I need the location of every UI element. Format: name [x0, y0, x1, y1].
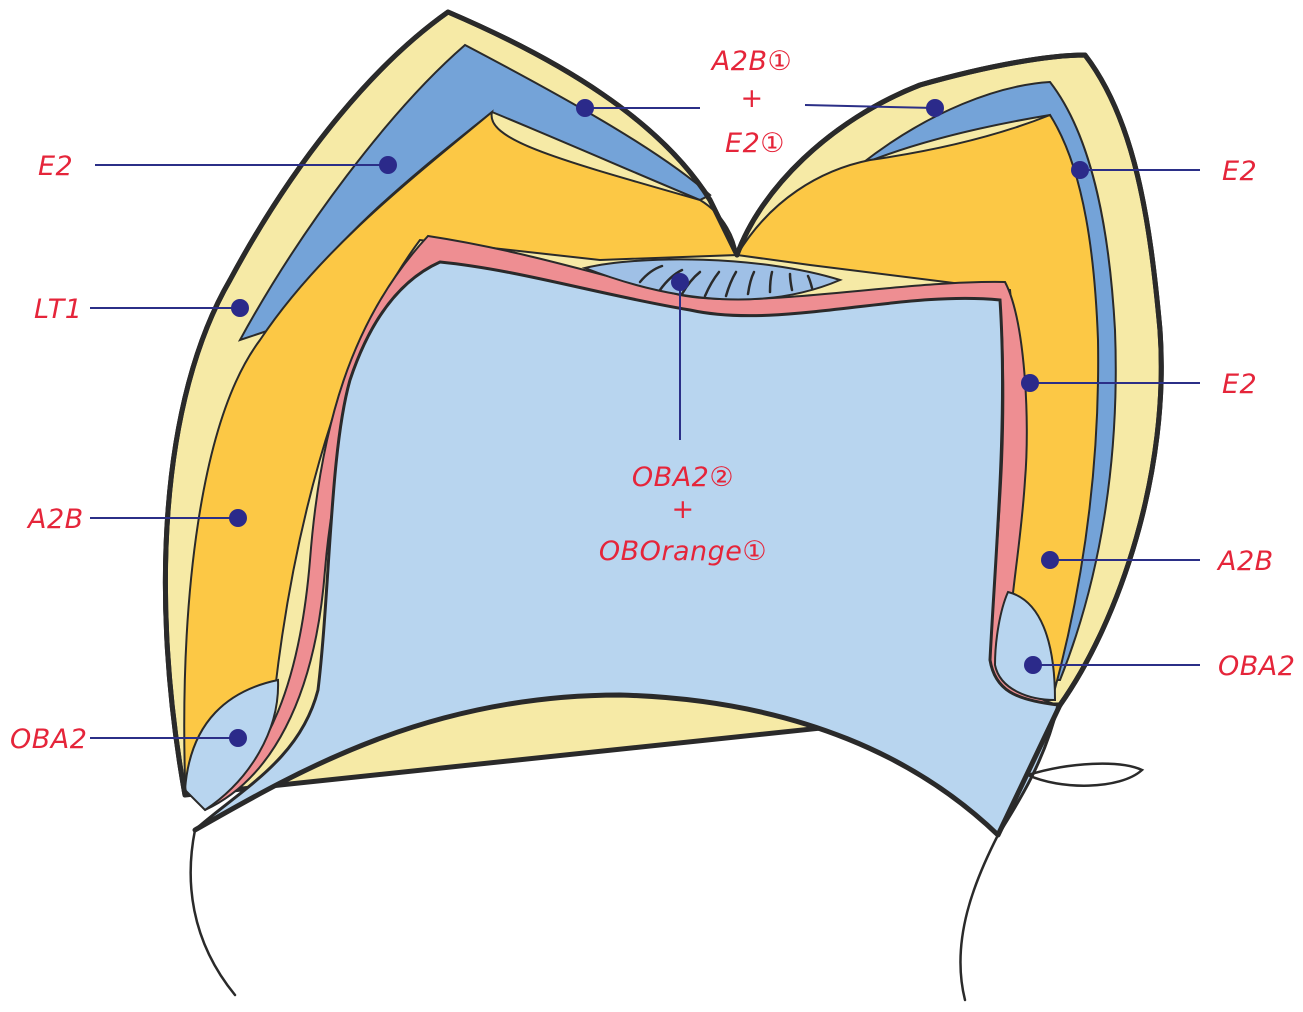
left-root-outline	[191, 830, 235, 995]
label-top-line2: E2①	[725, 128, 785, 159]
label-top-line1: A2B①	[710, 46, 792, 77]
label-top-plus: +	[740, 83, 763, 114]
dot-right-oba2	[1024, 656, 1042, 674]
dot-left-a2b	[229, 509, 247, 527]
label-left-oba2: OBA2	[10, 724, 87, 755]
label-left-lt1: LT1	[34, 294, 82, 325]
dot-right-e2-mid	[1021, 374, 1039, 392]
dot-left-oba2	[229, 729, 247, 747]
label-right-a2b: A2B	[1216, 546, 1274, 577]
label-center-line1: OBA2②	[632, 462, 734, 493]
dot-left-e2	[379, 156, 397, 174]
dot-top-right	[926, 99, 944, 117]
label-center-plus: +	[671, 494, 694, 525]
label-center-line2: OBOrange①	[599, 536, 767, 567]
label-left-e2: E2	[38, 151, 73, 182]
dot-center	[671, 273, 689, 291]
dot-left-lt1	[231, 299, 249, 317]
dot-top-left	[576, 99, 594, 117]
right-root-outline	[960, 835, 998, 1000]
dot-right-a2b	[1041, 551, 1059, 569]
label-right-e2-mid: E2	[1222, 369, 1257, 400]
label-right-oba2: OBA2	[1218, 651, 1295, 682]
dot-right-e2-top	[1071, 161, 1089, 179]
label-right-e2-top: E2	[1222, 156, 1257, 187]
gingiva-flap-outline	[1028, 764, 1142, 786]
label-left-a2b: A2B	[26, 504, 84, 535]
